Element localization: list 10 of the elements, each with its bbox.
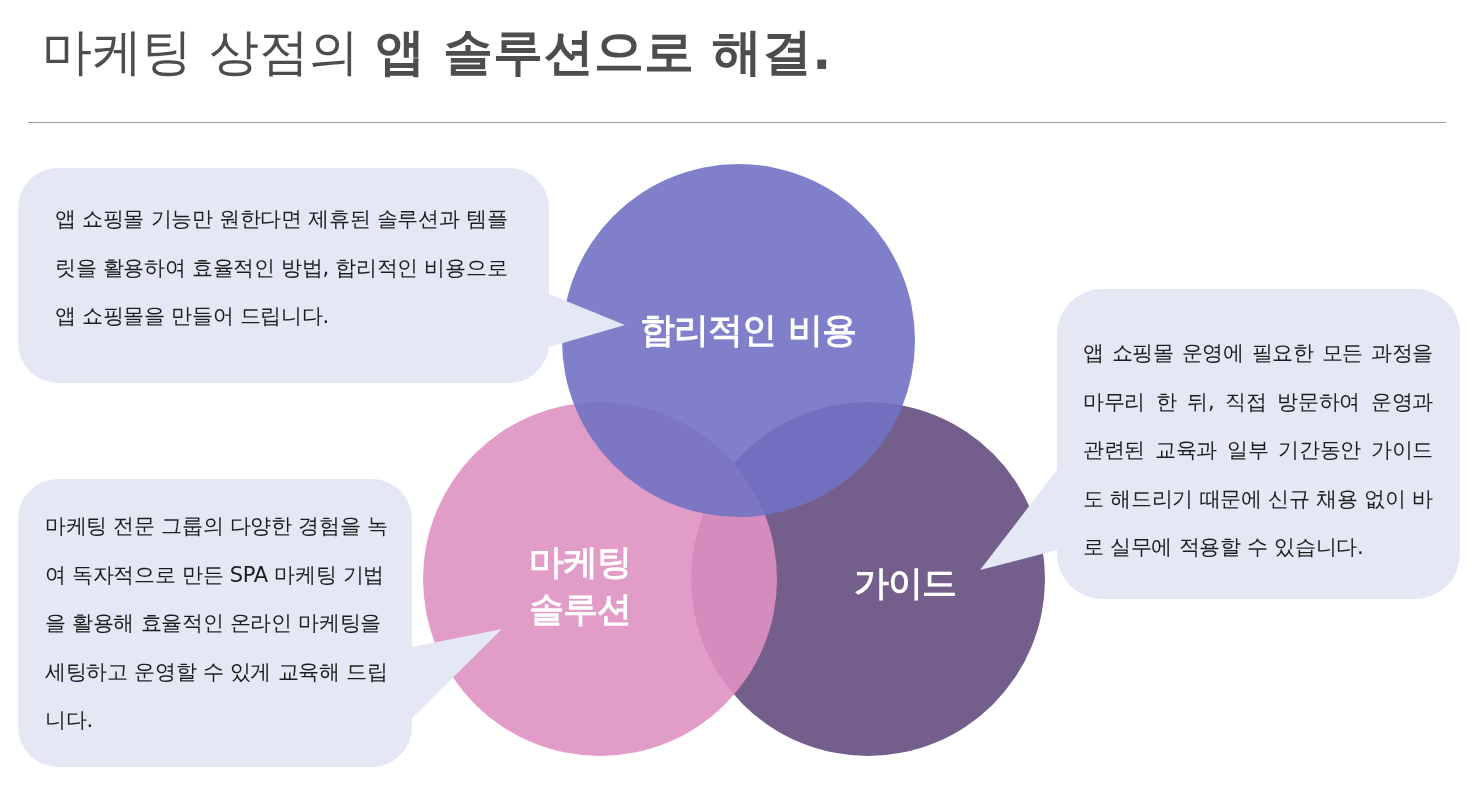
- speech-bubble: [18, 479, 502, 767]
- speech-bubble: [18, 168, 625, 383]
- circle-label: 합리적인 비용: [639, 308, 857, 352]
- bubble-text: 앱 쇼핑몰 기능만 원한다면 제휴된 솔루션과 템플릿을 활용하여 효율적인 방법, 합리적인 비용으로 앱 쇼핑몰을 만들어 드립니다.: [55, 206, 509, 330]
- page-title: 마케팅 상점의 앱 솔루션으로 해결.: [42, 22, 832, 83]
- speech-bubble: [980, 289, 1460, 599]
- circle-label: 마케팅 솔루션: [528, 541, 632, 631]
- bubble-text: 마케팅 전문 그룹의 다양한 경험을 녹여 독자적으로 만든 SPA 마케팅 기법을 활용해 효율적인 온라인 마케팅을 세팅하고 운영할 수 있게 교육해 드립니다.: [45, 513, 389, 734]
- bubble-text: 앱 쇼핑몰 운영에 필요한 모든 과정을 마무리 한 뒤, 직접 방문하여 운영과 관련된 교육과 일부 기간동안 가이드도 해드리기 때문에 신규 채용 없이 바로 실무에 적용할 수 있습니다.: [1083, 340, 1433, 561]
- circle-label: 가이드: [853, 561, 957, 605]
